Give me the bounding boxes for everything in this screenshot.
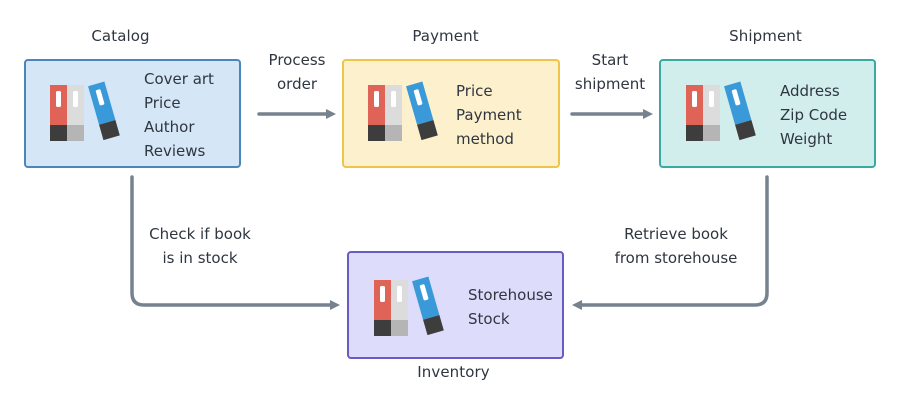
shipment-node[interactable]: Address Zip Code Weight bbox=[659, 59, 876, 168]
field-weight: Weight bbox=[780, 130, 833, 148]
shipment-fields: Address Zip Code Weight bbox=[780, 79, 847, 151]
field-price: Price bbox=[456, 82, 493, 100]
field-cover-art: Cover art bbox=[144, 70, 214, 88]
books-icon bbox=[374, 276, 444, 336]
catalog-title: Catalog bbox=[91, 27, 150, 45]
inventory-fields: Storehouse Stock bbox=[468, 283, 553, 331]
edge-label-line: shipment bbox=[574, 75, 646, 93]
edge-label-process-order: Process order bbox=[252, 48, 342, 96]
edge-label-retrieve-book: Retrieve book from storehouse bbox=[606, 222, 746, 270]
payment-fields: Price Payment method bbox=[456, 79, 522, 151]
edge-catalog-to-inventory bbox=[130, 175, 340, 310]
field-price: Price bbox=[144, 94, 181, 112]
field-author: Author bbox=[144, 118, 195, 136]
field-address: Address bbox=[780, 82, 840, 100]
field-method: method bbox=[456, 130, 514, 148]
edge-label-line: Retrieve book bbox=[624, 225, 728, 243]
field-zip-code: Zip Code bbox=[780, 106, 848, 124]
edge-label-line: Start bbox=[591, 51, 629, 69]
edge-label-line: Check if book bbox=[149, 225, 251, 243]
inventory-title: Inventory bbox=[417, 363, 490, 381]
payment-title: Payment bbox=[412, 27, 479, 45]
edge-label-check-stock: Check if book is in stock bbox=[140, 222, 260, 270]
field-storehouse: Storehouse bbox=[468, 286, 553, 304]
books-icon bbox=[686, 81, 756, 141]
books-icon bbox=[368, 81, 438, 141]
books-icon bbox=[50, 81, 120, 141]
edge-label-line: Process bbox=[268, 51, 326, 69]
shipment-title: Shipment bbox=[729, 27, 802, 45]
catalog-node[interactable]: Cover art Price Author Reviews bbox=[24, 59, 241, 168]
field-payment: Payment bbox=[456, 106, 522, 124]
field-reviews: Reviews bbox=[144, 142, 206, 160]
edge-shipment-to-inventory bbox=[572, 175, 769, 310]
edge-label-start-shipment: Start shipment bbox=[565, 48, 655, 96]
catalog-fields: Cover art Price Author Reviews bbox=[144, 67, 214, 163]
field-stock: Stock bbox=[468, 310, 510, 328]
edge-label-line: order bbox=[277, 75, 317, 93]
inventory-node[interactable]: Storehouse Stock bbox=[347, 251, 564, 359]
payment-node[interactable]: Price Payment method bbox=[342, 59, 560, 168]
edge-label-line: is in stock bbox=[162, 249, 238, 267]
edge-label-line: from storehouse bbox=[614, 249, 738, 267]
